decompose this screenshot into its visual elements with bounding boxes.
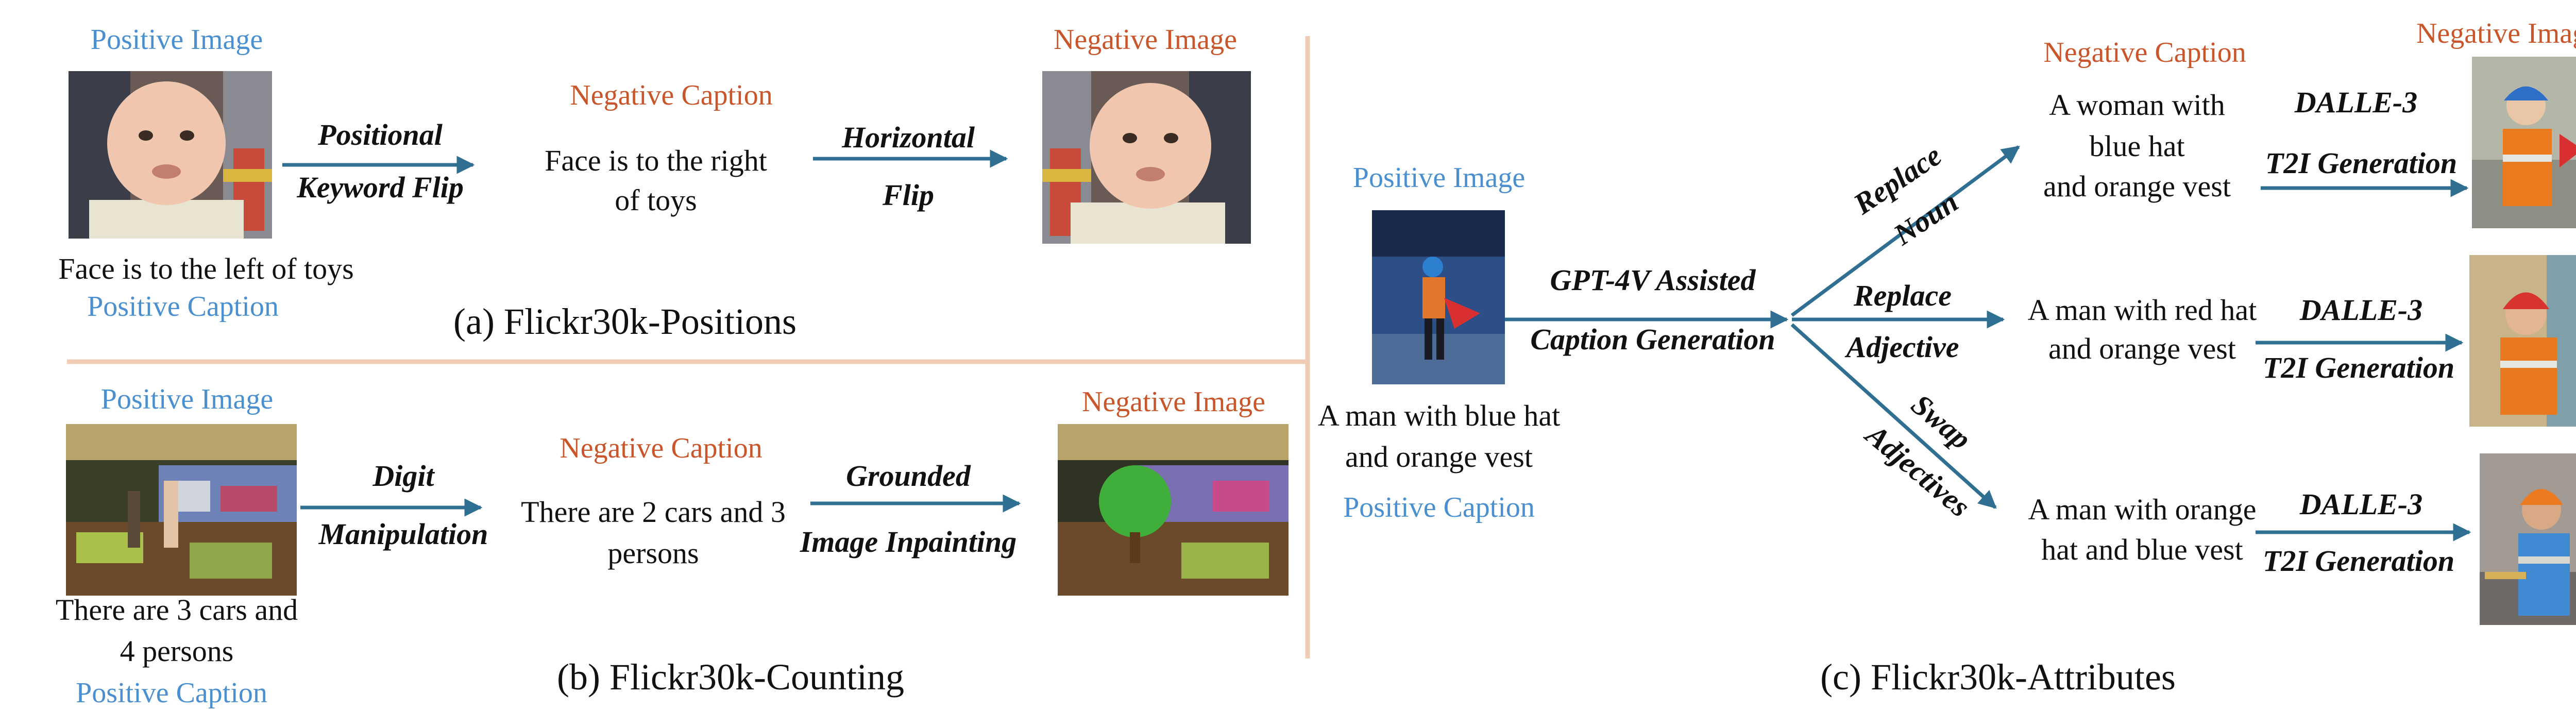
c-branch2-op-line1: Replace [1853, 279, 1952, 312]
c-branch3-caption-line1: A man with orange [2028, 493, 2257, 526]
b-positive-image-market [66, 424, 297, 596]
b-panel-title: (b) Flickr30k-Counting [557, 656, 904, 698]
c-positive-caption-line2: and orange vest [1345, 440, 1533, 474]
a-negative-image-baby-flipped [1042, 71, 1251, 244]
a-op2-line2: Flip [883, 178, 934, 212]
a-panel-title: (a) Flickr30k-Positions [453, 301, 796, 342]
c-branch2-caption-line2: and orange vest [2048, 332, 2236, 365]
b-negative-caption-label: Negative Caption [560, 432, 762, 464]
a-negative-caption-line2: of toys [615, 183, 697, 217]
c-branch3-t2i-line2: T2I Generation [2262, 544, 2455, 578]
a-op1-line2: Keyword Flip [297, 171, 464, 204]
c-branch1-t2i-line1: DALLE-3 [2294, 86, 2418, 119]
b-positive-caption-line1: There are 3 cars and [55, 593, 298, 627]
b-negative-image-label: Negative Image [1081, 386, 1266, 418]
c-branch1-caption-line1: A woman with [2049, 88, 2225, 122]
c-negative-image-woman-worker [2472, 57, 2576, 228]
c-branch1-t2i-line2: T2I Generation [2265, 146, 2458, 180]
a-positive-image-label: Positive Image [90, 24, 263, 56]
a-op2-line1: Horizontal [842, 121, 975, 154]
c-branch3-caption-line2: hat and blue vest [2041, 533, 2243, 566]
c-negative-image-label: Negative Image [2416, 18, 2576, 49]
b-negative-caption-line2: persons [607, 536, 699, 570]
b-op2-line1: Grounded [846, 459, 971, 493]
b-op1-line1: Digit [372, 459, 434, 493]
a-positive-caption-label: Positive Caption [87, 291, 279, 323]
c-branch1-caption-line3: and orange vest [2043, 170, 2231, 203]
c-panel-title: (c) Flickr30k-Attributes [1820, 656, 2176, 698]
a-positive-image-baby [69, 71, 272, 239]
c-branch2-t2i-line2: T2I Generation [2262, 351, 2455, 384]
c-branch2-t2i-line1: DALLE-3 [2299, 293, 2423, 327]
b-positive-image-label: Positive Image [100, 383, 274, 415]
b-positive-caption-label: Positive Caption [76, 677, 267, 709]
c-positive-image-label: Positive Image [1352, 162, 1526, 194]
b-negative-image-market-inpainted [1058, 424, 1289, 596]
arrow-c-replace-noun [1790, 145, 2020, 317]
a-op1-line1: Positional [318, 118, 443, 151]
b-positive-caption-line2: 4 persons [120, 634, 234, 668]
c-negative-caption-label: Negative Caption [2043, 37, 2246, 69]
c-positive-image-worker [1372, 210, 1505, 384]
c-negative-image-man-orange-hat [2480, 453, 2576, 625]
c-positive-caption-label: Positive Caption [1343, 492, 1535, 523]
b-op1-line2: Manipulation [318, 517, 488, 551]
a-negative-caption-label: Negative Caption [570, 79, 773, 111]
c-branch1-caption-line2: blue hat [2089, 129, 2185, 163]
c-branch3-t2i-line1: DALLE-3 [2299, 487, 2423, 521]
arrow-c-swap-adjectives [1790, 323, 1997, 509]
c-gen-line2: Caption Generation [1530, 323, 1775, 356]
a-positive-caption-text: Face is to the left of toys [58, 252, 354, 285]
c-gen-line1: GPT-4V Assisted [1550, 263, 1756, 297]
c-negative-image-man-red-hat [2469, 255, 2576, 427]
c-positive-caption-line1: A man with blue hat [1317, 399, 1561, 432]
b-op2-line2: Image Inpainting [800, 525, 1017, 559]
a-negative-image-label: Negative Image [1053, 24, 1238, 56]
a-negative-caption-line1: Face is to the right [545, 144, 767, 177]
c-branch2-caption-line1: A man with red hat [2027, 293, 2257, 327]
c-branch2-op-line2: Adjective [1846, 330, 1959, 364]
b-negative-caption-line1: There are 2 cars and 3 [521, 495, 786, 529]
